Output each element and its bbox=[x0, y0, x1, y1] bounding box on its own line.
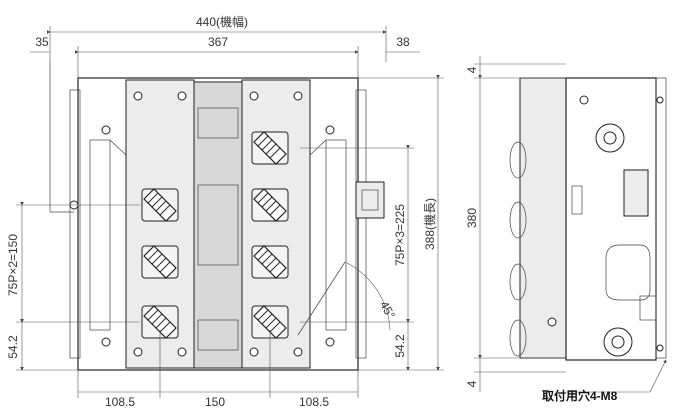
side-body bbox=[519, 77, 567, 359]
roller bbox=[251, 188, 289, 222]
roller bbox=[141, 245, 179, 279]
side-view bbox=[509, 77, 667, 361]
dim-bottom-3: 108.5 bbox=[299, 395, 329, 409]
center-channel bbox=[193, 81, 243, 369]
roller bbox=[141, 188, 179, 222]
dim-bottom-right: 54.2 bbox=[393, 334, 407, 358]
mount-holes-note: 取付用穴4-M8 bbox=[542, 388, 618, 403]
front-dimensions bbox=[16, 26, 444, 398]
dim-bottom-1: 108.5 bbox=[105, 395, 135, 409]
dim-side-top-gap: 4 bbox=[465, 66, 479, 73]
dim-bottom-2: 150 bbox=[205, 395, 225, 409]
dim-angle: 45° bbox=[377, 299, 398, 322]
connector-box bbox=[355, 181, 385, 219]
front-view bbox=[49, 62, 391, 371]
front-frame bbox=[77, 77, 359, 371]
side-dimensions bbox=[474, 56, 667, 393]
dim-overall-width: 440(機幅) bbox=[196, 14, 248, 29]
dim-overall-length: 388(機長) bbox=[422, 198, 437, 250]
dim-right-offset: 38 bbox=[396, 35, 410, 49]
dim-inner-width: 367 bbox=[208, 35, 228, 49]
dim-bottom-left: 54.2 bbox=[6, 335, 20, 359]
dim-side-bottom-gap: 4 bbox=[465, 380, 479, 387]
dim-pitch-left: 75P×2=150 bbox=[6, 234, 20, 296]
dim-pitch-right: 75P×3=225 bbox=[393, 204, 407, 266]
roller bbox=[251, 131, 289, 165]
roller bbox=[251, 245, 289, 279]
dim-left-offset: 35 bbox=[35, 35, 49, 49]
dim-side-height: 380 bbox=[465, 208, 479, 228]
